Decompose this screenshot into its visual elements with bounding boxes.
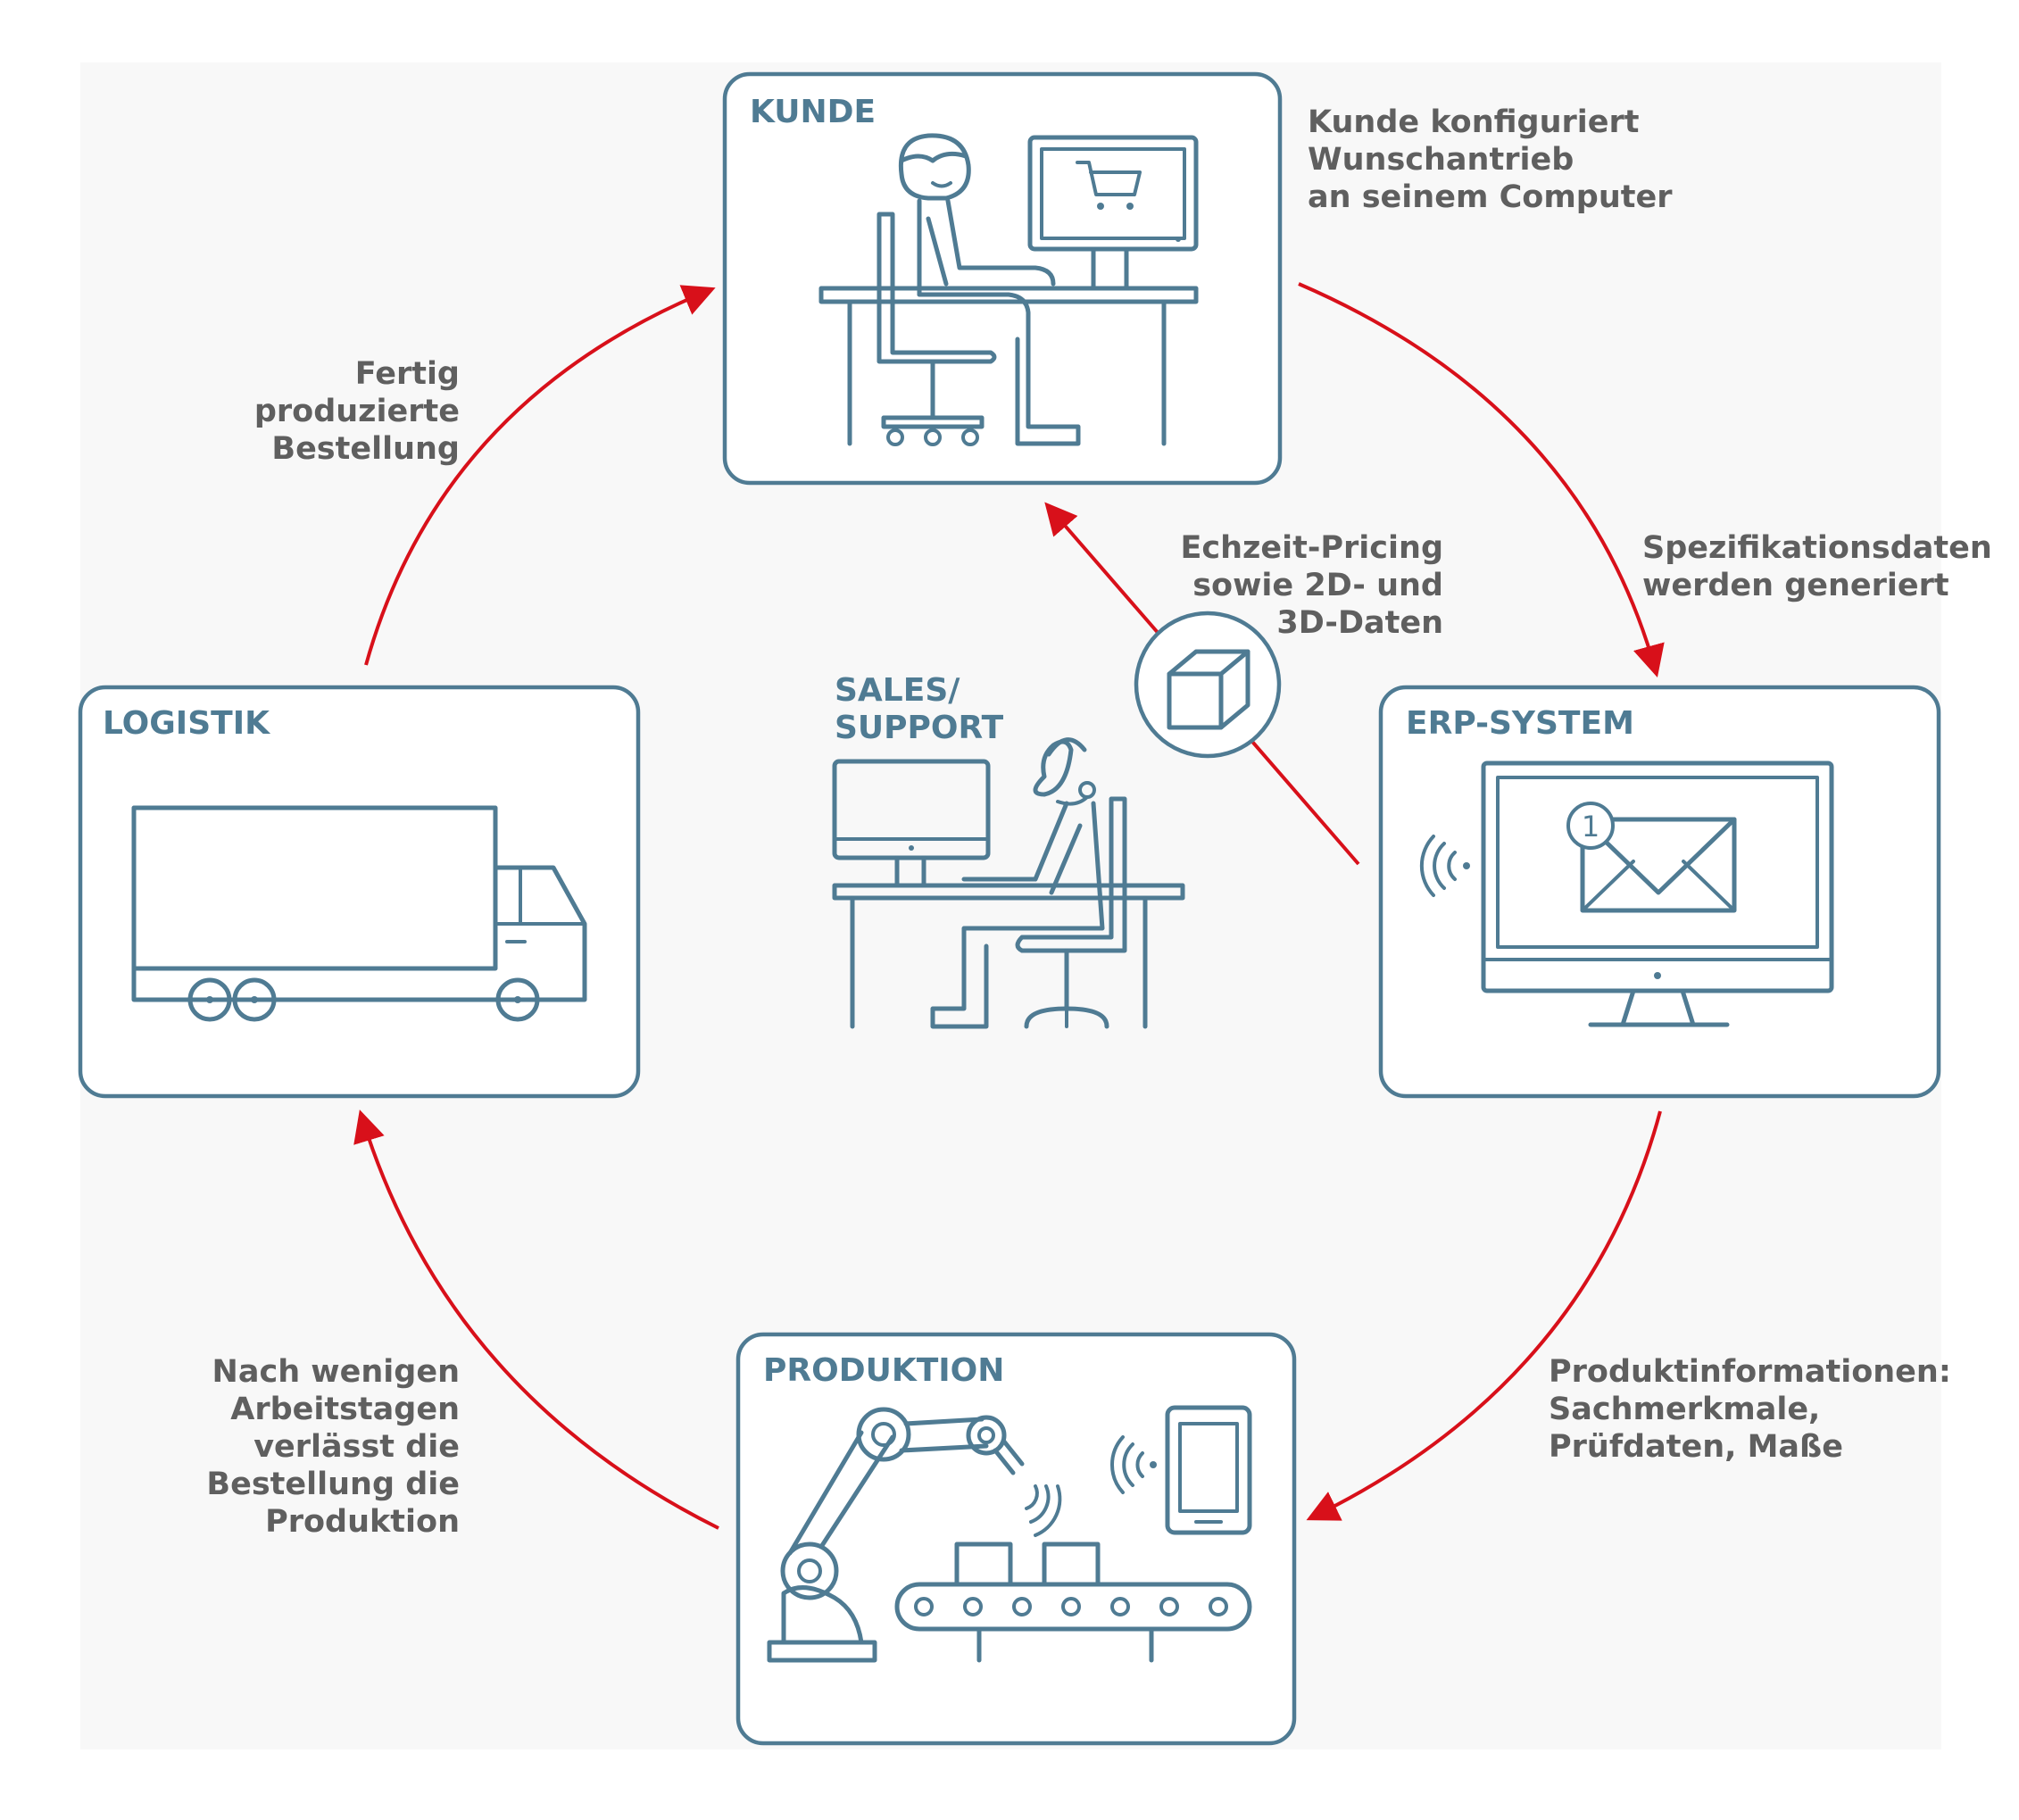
produktion-node: PRODUKTION (735, 1332, 1297, 1746)
caption-line: Kunde konfiguriert (1308, 104, 1640, 140)
kunde-title: KUNDE (750, 94, 876, 130)
caption-line: Spezifikationsdaten (1642, 530, 1992, 566)
arrow-logistik-to-kunde (364, 285, 716, 666)
logistik-node: LOGISTIK (78, 685, 641, 1099)
caption-line: Wunschantrieb (1308, 142, 1574, 178)
caption-nach-wenigen-arbeitstagen: Nach wenigen Arbeitstagen verlässt die B… (206, 1354, 460, 1540)
caption-fertig-produzierte-bestellung: Fertig produzierte Bestellung (254, 356, 460, 467)
support-agent-with-headset-icon (832, 737, 1185, 1029)
caption-line: sowie 2D- und (1192, 568, 1443, 603)
sales-title-line2: SUPPORT (835, 710, 1004, 746)
truck-icon (131, 805, 587, 1022)
caption-line: Bestellung (271, 431, 460, 467)
arrow-erp-to-produktion (1306, 1110, 1662, 1521)
sales-title-line1: SALES/ (835, 672, 960, 709)
caption-line: verlässt die (253, 1429, 460, 1465)
caption-spezifikationsdaten: Spezifikationsdaten werden generiert (1642, 530, 1992, 603)
person-at-computer-with-shopping-cart-icon (818, 133, 1199, 446)
cycle-arrows (353, 282, 1665, 1530)
robot-arm-conveyor-belt-tablet-icon (767, 1405, 1252, 1663)
caption-line: Arbeitstagen (230, 1392, 460, 1427)
monitor-with-email-notification-icon: 1 (1419, 760, 1834, 1027)
logistik-title: LOGISTIK (103, 705, 270, 742)
arrow-produktion-to-logistik (353, 1109, 719, 1530)
caption-line: Echzeit-Pricing (1180, 530, 1443, 566)
logistik-box (78, 685, 641, 1099)
caption-line: werden generiert (1642, 568, 1949, 603)
caption-line: Nach wenigen (212, 1354, 460, 1390)
produktion-box (735, 1332, 1297, 1746)
produktion-title: PRODUKTION (763, 1352, 1004, 1389)
erp-node: ERP-SYSTEM 1 (1378, 685, 1941, 1099)
kunde-box (722, 71, 1283, 486)
caption-line: Prüfdaten, Maße (1549, 1429, 1843, 1465)
caption-line: Bestellung die (206, 1467, 460, 1502)
erp-title: ERP-SYSTEM (1406, 705, 1634, 742)
sales-support-node: SALES/ SUPPORT (832, 672, 1185, 1029)
caption-line: Sachmerkmale, (1549, 1392, 1820, 1427)
caption-line: Produktion (265, 1504, 460, 1540)
caption-produktinformationen: Produktinformationen: Sachmerkmale, Prüf… (1549, 1354, 1951, 1465)
caption-line: Produktinformationen: (1549, 1354, 1951, 1390)
caption-kunde-konfiguriert: Kunde konfiguriert Wunschantrieb an sein… (1308, 104, 1673, 215)
caption-line: an seinem Computer (1308, 179, 1673, 215)
notification-badge: 1 (1582, 810, 1599, 844)
caption-line: 3D-Daten (1276, 605, 1443, 641)
caption-line: produzierte (254, 394, 460, 429)
caption-echzeit-pricing: Echzeit-Pricing sowie 2D- und 3D-Daten (1180, 530, 1443, 641)
cube-icon (1134, 611, 1282, 759)
kunde-node: KUNDE (722, 71, 1283, 486)
arrow-kunde-to-erp (1298, 282, 1665, 677)
caption-line: Fertig (355, 356, 460, 392)
